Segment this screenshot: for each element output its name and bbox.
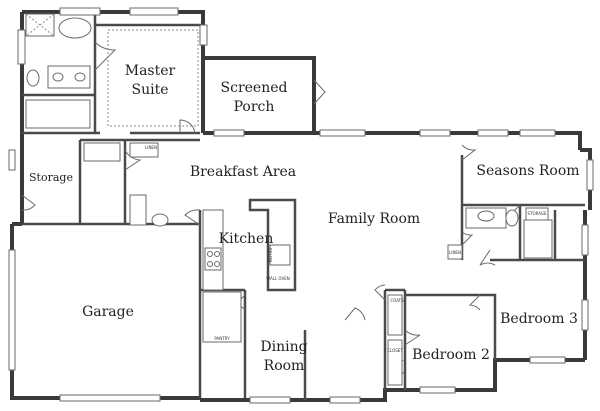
label-pantry: PANTRY <box>214 336 230 341</box>
label-dining-room-2: Room <box>264 358 305 374</box>
windows <box>8 7 594 404</box>
label-closet: CLOSET <box>387 348 403 353</box>
fixtures <box>25 13 553 386</box>
label-storage-small: STORAGE <box>527 211 547 216</box>
label-linen-right: LINEN <box>449 250 461 255</box>
label-master-suite-1: Master <box>125 63 176 79</box>
label-wall-oven: WALL OVEN <box>266 276 290 281</box>
label-refrig: REFRIG <box>268 248 273 263</box>
interior-walls <box>22 12 585 400</box>
label-linen-top: LINEN <box>145 145 157 150</box>
label-kitchen: Kitchen <box>219 231 274 247</box>
label-family-room: Family Room <box>328 211 420 227</box>
label-bedroom-3: Bedroom 3 <box>500 311 578 327</box>
label-bedroom-2: Bedroom 2 <box>412 347 490 363</box>
room-labels: Master Suite Screened Porch Breakfast Ar… <box>29 63 580 374</box>
label-master-suite-2: Suite <box>132 82 169 98</box>
label-coats: COATS <box>390 298 404 303</box>
label-garage: Garage <box>82 304 134 320</box>
label-seasons-room: Seasons Room <box>476 163 579 179</box>
label-screened-porch-2: Porch <box>234 99 275 115</box>
label-dining-room-1: Dining <box>260 339 307 355</box>
label-screened-porch-1: Screened <box>221 80 288 96</box>
label-breakfast-area: Breakfast Area <box>190 164 296 180</box>
label-storage: Storage <box>29 171 73 184</box>
fixture-labels: LINEN LINEN STORAGE PANTRY CLOSET COATS … <box>145 145 547 353</box>
